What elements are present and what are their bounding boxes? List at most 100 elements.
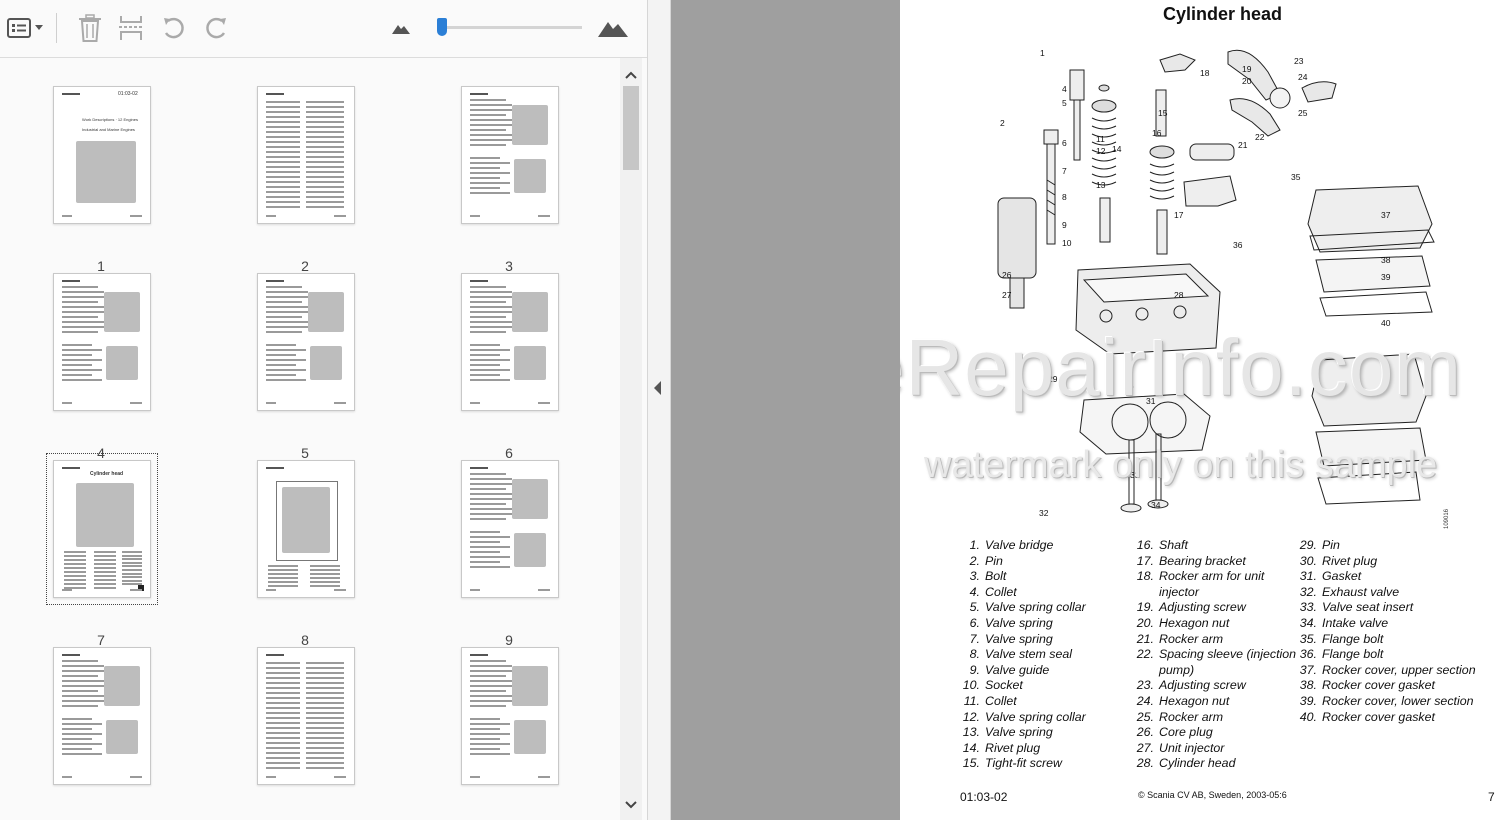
- parts-list-item: 4.Collet: [969, 584, 1017, 599]
- parts-list-item: 30.Rivet plug: [1299, 553, 1378, 568]
- callout-label: 22: [1255, 132, 1265, 142]
- callout-label: 29: [1048, 374, 1058, 384]
- parts-list-item: 37.Rocker cover, upper section: [1299, 662, 1476, 677]
- parts-list-item: 31.Gasket: [1299, 569, 1362, 584]
- parts-list-item: 23.Adjusting screw: [1136, 678, 1246, 693]
- rotate-left-icon: [161, 15, 187, 41]
- callout-label: 17: [1174, 210, 1184, 220]
- thumb-page-title: Cylinder head: [90, 471, 124, 477]
- page-thumbnail-number: 2: [301, 258, 309, 274]
- chevron-left-icon: [653, 380, 663, 401]
- exploded-view-diagram: 1234567891011121314151617181920212223242…: [997, 48, 1435, 518]
- callout-label: 7: [1062, 166, 1067, 176]
- rotate-right-button[interactable]: [200, 12, 232, 44]
- callout-label: 39: [1381, 272, 1391, 282]
- callout-label: 36: [1233, 240, 1243, 250]
- footer-document-code: 01:03-02: [960, 790, 1008, 804]
- callout-label: 8: [1062, 192, 1067, 202]
- callout-label: 40: [1381, 318, 1391, 328]
- parts-list-item: 14.Rivet plug: [962, 740, 1041, 755]
- page-thumbnail[interactable]: [53, 273, 151, 411]
- zoom-slider[interactable]: [440, 26, 582, 29]
- parts-list-item: 40.Rocker cover gasket: [1299, 709, 1435, 724]
- page-thumbnail[interactable]: [461, 460, 559, 598]
- scroll-down-button[interactable]: [620, 794, 642, 816]
- page-thumbnail[interactable]: [461, 647, 559, 785]
- parts-list-item: 38.Rocker cover gasket: [1299, 678, 1435, 693]
- page-title: Cylinder head: [1162, 4, 1283, 24]
- callout-label: 1: [1040, 48, 1045, 58]
- parts-list-item: 25.Rocker arm: [1136, 709, 1224, 724]
- chevron-up-icon: [625, 66, 637, 84]
- scissors-icon: [118, 14, 144, 42]
- zoom-out-button[interactable]: [390, 12, 412, 44]
- parts-list-item: 26.Core plug: [1136, 725, 1213, 740]
- parts-list-item: 8.Valve stem seal: [969, 647, 1073, 662]
- page-thumbnail-number: 8: [301, 632, 309, 648]
- thumb-doc-title: Work Descriptions · 12 Engines: [82, 117, 138, 122]
- callout-label: 13: [1096, 180, 1106, 190]
- parts-list-item: 22.Spacing sleeve (injection: [1136, 647, 1297, 662]
- zoom-slider-thumb[interactable]: [437, 18, 447, 36]
- document-page: Cylinder head: [900, 0, 1508, 820]
- parts-list-item: 29.Pin: [1299, 538, 1340, 552]
- page-thumbnail[interactable]: [257, 460, 355, 598]
- scrollbar-thumb[interactable]: [623, 86, 639, 170]
- callout-label: 20: [1242, 76, 1252, 86]
- callout-label: 15: [1158, 108, 1168, 118]
- list-view-icon: [7, 18, 31, 38]
- watermark-subtext: watermark only on this sample: [924, 444, 1438, 486]
- page-thumbnail[interactable]: Cylinder head: [46, 453, 158, 605]
- callout-label: 25: [1298, 108, 1308, 118]
- callout-label: 35: [1291, 172, 1301, 182]
- parts-list-item: 15.Tight-fit screw: [962, 756, 1062, 771]
- rotate-right-icon: [203, 15, 229, 41]
- page-thumbnail[interactable]: [257, 273, 355, 411]
- toolbar: [0, 0, 647, 58]
- page-thumbnail[interactable]: [461, 273, 559, 411]
- parts-list-item: 35.Flange bolt: [1299, 631, 1384, 646]
- page-thumbnail[interactable]: [257, 86, 355, 224]
- callout-label: 9: [1062, 220, 1067, 230]
- parts-list-item: 9.Valve guide: [969, 662, 1050, 677]
- page-thumbnail-number: 1: [97, 258, 105, 274]
- callout-label: 37: [1381, 210, 1391, 220]
- chevron-down-icon: [625, 796, 637, 814]
- callout-label: 14: [1112, 144, 1122, 154]
- watermark: eRepairInfo.com: [900, 323, 1462, 412]
- page-thumbnail-number: 5: [301, 445, 309, 461]
- collapse-sidebar-bar[interactable]: [648, 0, 671, 820]
- footer-copyright: © Scania CV AB, Sweden, 2003-05:6: [1138, 790, 1287, 800]
- parts-list-item: 5.Valve spring collar: [969, 600, 1086, 615]
- callout-label: 11: [1096, 134, 1105, 144]
- zoom-in-button[interactable]: [596, 12, 630, 44]
- page-thumbnail[interactable]: [461, 86, 559, 224]
- parts-list-item: 16.Shaft: [1136, 538, 1188, 552]
- callout-label: 19: [1242, 64, 1252, 74]
- parts-list-item: 12.Valve spring collar: [962, 709, 1086, 724]
- callout-label: 32: [1039, 508, 1049, 518]
- vertical-scrollbar[interactable]: [620, 58, 642, 820]
- parts-list-item: 6.Valve spring: [969, 615, 1053, 630]
- delete-button[interactable]: [74, 12, 106, 44]
- page-thumbnail-number: 3: [505, 258, 513, 274]
- parts-list-item: 36.Flange bolt: [1299, 647, 1384, 662]
- callout-label: 31: [1146, 396, 1156, 406]
- page-thumbnail[interactable]: [257, 647, 355, 785]
- small-mountain-icon: [392, 22, 410, 34]
- rotate-left-button[interactable]: [158, 12, 190, 44]
- parts-list-item-continuation: injector: [1159, 584, 1199, 599]
- split-button[interactable]: [115, 12, 147, 44]
- callout-label: 30: [1124, 382, 1134, 392]
- parts-list-item: 33.Valve seat insert: [1299, 600, 1414, 615]
- parts-list-item: 28.Cylinder head: [1136, 756, 1236, 771]
- parts-list-item: 11.Collet: [963, 693, 1017, 708]
- sidebar-view-menu-button[interactable]: [4, 12, 46, 44]
- chevron-down-icon: [35, 25, 43, 31]
- callout-label: 33: [1130, 470, 1140, 480]
- scroll-up-button[interactable]: [620, 64, 642, 86]
- page-thumbnail[interactable]: [53, 647, 151, 785]
